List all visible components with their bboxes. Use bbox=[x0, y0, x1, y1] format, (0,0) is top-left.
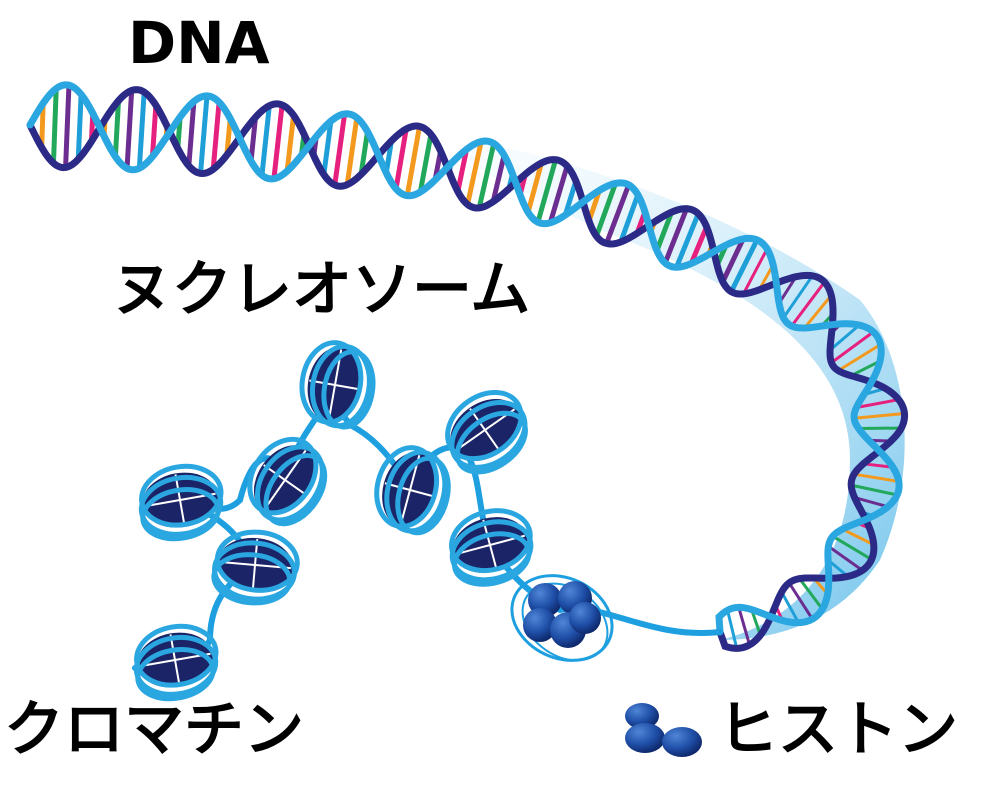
base-pair bbox=[750, 609, 762, 636]
base-pair bbox=[210, 101, 222, 170]
base-pair bbox=[856, 398, 899, 409]
base-pair bbox=[535, 159, 559, 223]
base-pair bbox=[248, 117, 258, 162]
base-pair bbox=[790, 281, 826, 327]
base-pair bbox=[321, 120, 334, 175]
nucleosome bbox=[445, 390, 528, 475]
base-pair bbox=[726, 609, 739, 649]
histone-icon bbox=[625, 703, 702, 757]
base-pair bbox=[284, 115, 297, 172]
dna-band bbox=[470, 140, 905, 640]
base-pair bbox=[618, 193, 641, 243]
base-pair bbox=[737, 606, 752, 646]
base-pair bbox=[124, 90, 135, 169]
dna-label: DNA bbox=[128, 9, 270, 77]
base-pair bbox=[654, 211, 674, 252]
dna-double-helix bbox=[26, 81, 909, 652]
nucleosomes bbox=[133, 340, 534, 702]
base-pair bbox=[850, 359, 881, 378]
base-pair bbox=[863, 462, 893, 469]
base-pair bbox=[829, 323, 861, 352]
base-pair bbox=[729, 238, 760, 293]
nucleosome bbox=[138, 463, 224, 542]
base-pair bbox=[662, 207, 689, 264]
base-pair bbox=[832, 535, 873, 561]
base-pair bbox=[787, 582, 814, 620]
base-pair bbox=[490, 154, 507, 203]
base-pair bbox=[136, 91, 147, 169]
base-pair bbox=[198, 95, 210, 174]
dna-strand-front bbox=[26, 81, 903, 636]
nucleosome bbox=[211, 529, 300, 606]
base-pair bbox=[271, 104, 285, 179]
chromatin-label: クロマチン bbox=[4, 695, 304, 765]
base-pair bbox=[39, 103, 46, 148]
nucleosome bbox=[133, 623, 219, 702]
base-pair bbox=[854, 496, 889, 509]
base-pair bbox=[344, 117, 360, 186]
base-pair bbox=[332, 113, 348, 186]
base-pair bbox=[854, 411, 905, 420]
base-pair bbox=[803, 294, 833, 329]
base-pair bbox=[476, 142, 497, 209]
nucleosome bbox=[374, 445, 451, 536]
base-pair bbox=[149, 105, 159, 157]
base-pair bbox=[594, 182, 618, 238]
base-pair bbox=[393, 128, 409, 190]
histone-octamer bbox=[510, 574, 614, 662]
base-pair bbox=[547, 165, 570, 224]
base-pair bbox=[417, 133, 434, 193]
base-pair bbox=[112, 100, 121, 157]
base-pair bbox=[742, 248, 769, 295]
base-pair bbox=[465, 140, 484, 205]
base-pair bbox=[604, 183, 632, 245]
base-pair bbox=[780, 591, 800, 624]
nucleosome bbox=[247, 436, 328, 527]
base-pair bbox=[798, 577, 824, 610]
base-pair bbox=[404, 125, 422, 197]
base-pair bbox=[782, 274, 814, 319]
base-pair bbox=[841, 527, 875, 547]
histone-label: ヒストン bbox=[718, 695, 958, 765]
nucleosome bbox=[299, 340, 376, 430]
base-pair bbox=[186, 101, 197, 167]
base-pair bbox=[850, 483, 898, 497]
base-pair bbox=[63, 85, 72, 168]
nucleosome-label: ヌクレオソーム bbox=[112, 255, 531, 325]
base-pair bbox=[525, 162, 544, 213]
base-pair bbox=[837, 343, 882, 372]
base-pair bbox=[562, 180, 579, 216]
base-pair bbox=[75, 94, 84, 160]
base-pair bbox=[720, 237, 746, 283]
base-pair bbox=[853, 472, 900, 483]
dna-strand-back bbox=[26, 86, 909, 652]
base-pair bbox=[674, 212, 701, 269]
base-pair bbox=[455, 148, 470, 192]
base-pair bbox=[259, 105, 272, 176]
base-pair bbox=[827, 545, 864, 572]
base-pair bbox=[50, 88, 59, 164]
base-pair bbox=[688, 225, 709, 265]
nucleosome bbox=[449, 508, 534, 587]
base-pair bbox=[830, 330, 875, 364]
base-pair bbox=[358, 131, 370, 175]
